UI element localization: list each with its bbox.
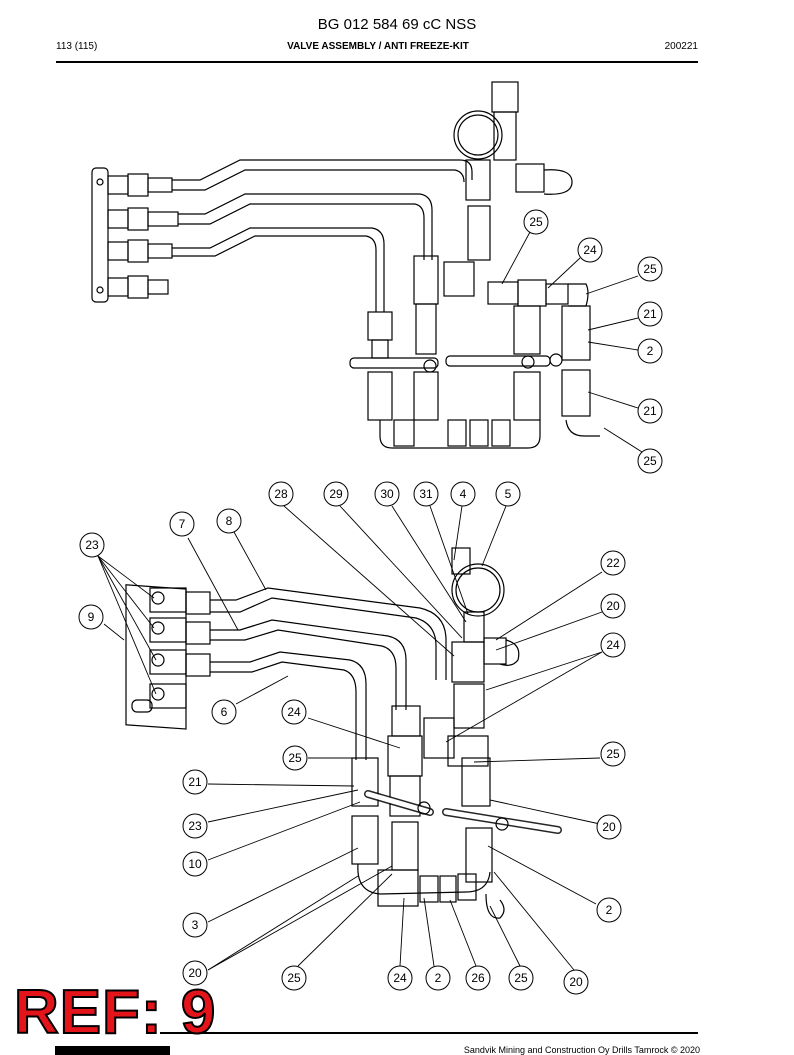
lower-assembly (125, 547, 562, 919)
callout-lower-18: 21 (182, 769, 208, 795)
svg-text:7: 7 (179, 517, 186, 531)
svg-text:10: 10 (188, 857, 202, 871)
callout-lower-10: 22 (600, 550, 626, 576)
svg-text:2: 2 (435, 971, 442, 985)
svg-text:25: 25 (643, 262, 657, 276)
svg-text:4: 4 (460, 487, 467, 501)
brand-logo-strip (55, 1046, 170, 1055)
svg-text:23: 23 (85, 538, 99, 552)
callout-upper-4: 21 (637, 301, 663, 327)
callout-lower-3: 30 (374, 481, 400, 507)
date-code: 200221 (664, 41, 698, 52)
lower-leaders (97, 505, 603, 971)
svg-text:2: 2 (606, 903, 613, 917)
callout-lower-19: 20 (596, 814, 622, 840)
svg-text:20: 20 (569, 975, 583, 989)
svg-text:6: 6 (221, 705, 228, 719)
document-title: BG 012 584 69 cC NSS (317, 16, 477, 33)
callout-lower-9: 23 (79, 532, 105, 558)
svg-text:26: 26 (471, 971, 485, 985)
callout-lower-23: 3 (182, 912, 208, 938)
svg-text:25: 25 (514, 971, 528, 985)
callout-lower-27: 2 (425, 965, 451, 991)
footer-copyright: Sandvik Mining and Construction Oy Drill… (463, 1045, 700, 1055)
callout-lower-2: 29 (323, 481, 349, 507)
svg-text:25: 25 (606, 747, 620, 761)
svg-text:31: 31 (419, 487, 433, 501)
callout-lower-5: 4 (450, 481, 476, 507)
svg-text:20: 20 (602, 820, 616, 834)
callout-lower-29: 25 (508, 965, 534, 991)
callout-lower-13: 9 (78, 604, 104, 630)
svg-text:24: 24 (583, 243, 597, 257)
footer-rule (160, 1032, 698, 1034)
callout-lower-25: 25 (281, 965, 307, 991)
callout-upper-6: 21 (637, 398, 663, 424)
callout-lower-30: 20 (563, 969, 589, 995)
upper-leaders (501, 231, 643, 453)
svg-text:20: 20 (606, 599, 620, 613)
callout-lower-20: 23 (182, 813, 208, 839)
upper-callouts: 25 24 25 21 2 21 25 (523, 209, 663, 474)
svg-text:21: 21 (643, 404, 657, 418)
callout-lower-4: 31 (413, 481, 439, 507)
svg-text:3: 3 (192, 918, 199, 932)
svg-text:24: 24 (393, 971, 407, 985)
callout-lower-12: 24 (600, 632, 626, 658)
callout-lower-28: 26 (465, 965, 491, 991)
svg-text:25: 25 (287, 971, 301, 985)
svg-text:28: 28 (274, 487, 288, 501)
upper-mount-plate (91, 167, 109, 303)
svg-text:24: 24 (287, 705, 301, 719)
svg-text:22: 22 (606, 556, 620, 570)
callout-lower-17: 25 (600, 741, 626, 767)
svg-text:30: 30 (380, 487, 394, 501)
svg-text:9: 9 (88, 610, 95, 624)
callout-lower-8: 8 (216, 508, 242, 534)
callout-upper-3: 25 (637, 256, 663, 282)
upper-assembly (91, 81, 600, 449)
upper-couplings (107, 173, 179, 299)
callout-lower-14: 6 (211, 699, 237, 725)
callout-upper-5: 2 (637, 338, 663, 364)
callout-lower-21: 10 (182, 851, 208, 877)
callout-lower-6: 5 (495, 481, 521, 507)
ref-stamp: REF: 9 (13, 978, 217, 1047)
page-number: 113 (115) (56, 41, 98, 52)
svg-text:29: 29 (329, 487, 343, 501)
svg-text:24: 24 (606, 638, 620, 652)
svg-text:5: 5 (505, 487, 512, 501)
callout-lower-7: 7 (169, 511, 195, 537)
lower-callouts: 28 29 30 31 4 5 7 8 23 22 20 24 9 6 24 2… (78, 481, 626, 995)
svg-text:2: 2 (647, 344, 654, 358)
svg-text:21: 21 (188, 775, 202, 789)
callout-lower-11: 20 (600, 593, 626, 619)
section-title: VALVE ASSEMBLY / ANTI FREEZE-KIT (287, 41, 469, 52)
lower-bracket (125, 584, 187, 730)
callout-lower-22: 2 (596, 897, 622, 923)
svg-text:8: 8 (226, 514, 233, 528)
svg-text:25: 25 (643, 454, 657, 468)
callout-lower-24: 20 (182, 960, 208, 986)
svg-text:21: 21 (643, 307, 657, 321)
svg-text:25: 25 (529, 215, 543, 229)
callout-upper-2: 24 (577, 237, 603, 263)
svg-text:23: 23 (188, 819, 202, 833)
callout-upper-7: 25 (637, 448, 663, 474)
callout-upper-1: 25 (523, 209, 549, 235)
callout-lower-26: 24 (387, 965, 413, 991)
callout-lower-1: 28 (268, 481, 294, 507)
header-rule (56, 61, 698, 63)
callout-lower-15: 24 (281, 699, 307, 725)
svg-text:25: 25 (288, 751, 302, 765)
callout-lower-16: 25 (282, 745, 308, 771)
svg-text:20: 20 (188, 966, 202, 980)
